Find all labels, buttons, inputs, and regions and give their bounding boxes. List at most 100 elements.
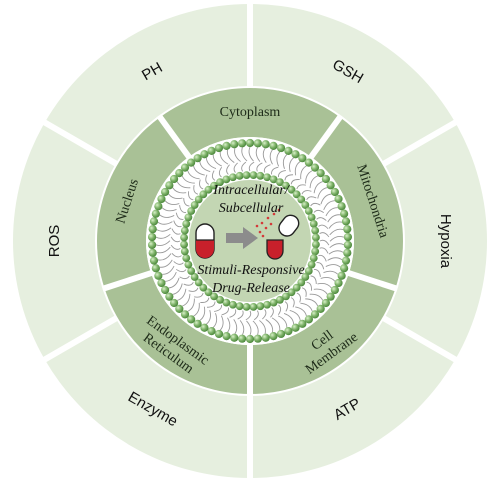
outer-ring-divider bbox=[40, 118, 119, 167]
lipid-head-inner bbox=[229, 300, 237, 309]
lipid-tail bbox=[269, 149, 273, 165]
lipid-head-inner bbox=[269, 298, 278, 307]
lipid-tail bbox=[226, 164, 230, 175]
lipid-tail bbox=[318, 224, 329, 229]
lipid-tail bbox=[233, 319, 238, 335]
lipid-tail bbox=[323, 270, 339, 275]
lipid-head-inner bbox=[312, 233, 320, 242]
lipid-tail bbox=[259, 320, 266, 334]
outer-ring-label: ROS bbox=[46, 225, 63, 258]
lipid-head-outer bbox=[261, 140, 270, 149]
lipid-tail bbox=[206, 310, 211, 325]
lipid-head-inner bbox=[301, 201, 310, 209]
lipid-tail bbox=[265, 319, 274, 333]
outer-ring-segment bbox=[44, 4, 250, 164]
lipid-tail bbox=[171, 253, 182, 258]
lipid-tail bbox=[325, 207, 338, 217]
lipid-tail bbox=[157, 221, 173, 225]
outer-ring-divider bbox=[40, 315, 119, 364]
lipid-head-outer bbox=[180, 310, 190, 319]
lipid-head-inner bbox=[304, 267, 313, 275]
lipid-head-inner bbox=[311, 247, 320, 256]
outer-ring-segment bbox=[250, 318, 456, 478]
middle-ring-label-line: Cytoplasm bbox=[220, 105, 281, 120]
lipid-tail bbox=[263, 164, 271, 173]
lipid-tail bbox=[316, 217, 327, 221]
lipid-tail bbox=[320, 193, 332, 205]
lipid-head-inner bbox=[182, 220, 191, 228]
lipid-tail bbox=[301, 190, 312, 195]
lipid-tail bbox=[165, 271, 177, 282]
lipid-tail bbox=[156, 227, 172, 232]
lipid-head-outer bbox=[149, 217, 159, 226]
lipid-tail bbox=[193, 185, 199, 195]
lipid-tail bbox=[155, 233, 171, 239]
middle-ring-segment bbox=[96, 117, 189, 289]
lipid-tail bbox=[193, 302, 200, 317]
lipid-tail bbox=[168, 277, 180, 289]
lipid-tail bbox=[212, 154, 223, 167]
middle-ring-segment bbox=[160, 87, 340, 157]
lipid-tail bbox=[295, 306, 307, 317]
lipid-tail bbox=[199, 306, 206, 321]
lipid-head-inner bbox=[292, 283, 301, 292]
lipid-head-outer bbox=[337, 271, 346, 280]
lipid-tail bbox=[159, 214, 175, 218]
lipid-tail bbox=[319, 239, 330, 246]
lipid-head-outer bbox=[175, 169, 184, 178]
lipid-head-outer bbox=[238, 334, 247, 343]
lipid-tail bbox=[310, 202, 321, 207]
lipid-head-inner bbox=[180, 226, 189, 235]
lipid-head-inner bbox=[190, 273, 199, 281]
lipid-head-outer bbox=[245, 138, 255, 148]
lipid-tail bbox=[290, 179, 300, 185]
lipid-head-outer bbox=[343, 240, 353, 250]
lipid-tail bbox=[205, 157, 217, 170]
lipid-head-outer bbox=[169, 298, 179, 308]
lipid-head-inner bbox=[282, 292, 290, 301]
lipid-head-inner bbox=[235, 171, 244, 180]
lipid-head-outer bbox=[326, 181, 335, 190]
lipid-tail bbox=[155, 240, 171, 247]
lipid-tail bbox=[218, 166, 223, 178]
lipid-tail bbox=[226, 149, 235, 163]
lipid-head-inner bbox=[263, 300, 271, 309]
lipid-tail bbox=[221, 307, 229, 316]
lipid-tail bbox=[328, 221, 343, 229]
lipid-tail bbox=[199, 161, 211, 173]
lipid-head-inner bbox=[276, 295, 284, 304]
lipid-head-outer bbox=[245, 334, 255, 344]
lipid-head-inner bbox=[222, 298, 231, 307]
lipid-head-outer bbox=[165, 292, 174, 301]
lipid-head-inner bbox=[249, 303, 258, 311]
outer-ring-divider bbox=[381, 118, 460, 167]
lipid-tail bbox=[179, 275, 190, 280]
lipid-tail bbox=[206, 301, 216, 308]
lipid-tail bbox=[289, 157, 294, 172]
lipid-head-inner bbox=[242, 171, 251, 179]
lipid-head-outer bbox=[304, 315, 313, 324]
lipid-head-outer bbox=[200, 323, 209, 332]
lipid-tail bbox=[214, 304, 222, 312]
lipid-tail bbox=[300, 302, 313, 312]
lipid-head-outer bbox=[337, 202, 346, 211]
lipid-head-outer bbox=[169, 174, 179, 184]
lipid-head-outer bbox=[157, 194, 166, 204]
lipid-tail bbox=[289, 309, 301, 321]
intact-capsule-icon bbox=[195, 223, 215, 259]
lipid-tail bbox=[211, 170, 216, 181]
center-text-line-3: Stimuli-Responsive bbox=[197, 263, 304, 278]
lipid-tail bbox=[248, 146, 254, 162]
lipid-head-outer bbox=[341, 256, 351, 265]
lipid-head-outer bbox=[330, 187, 339, 197]
lipid-head-inner bbox=[216, 295, 224, 304]
lipid-tail bbox=[219, 151, 229, 165]
lipid-head-inner bbox=[180, 240, 188, 249]
lipid-tail bbox=[245, 310, 252, 321]
lipid-head-outer bbox=[253, 139, 262, 148]
outer-ring-segment bbox=[12, 122, 116, 360]
lipid-tail bbox=[313, 181, 323, 194]
lipid-tail bbox=[193, 165, 205, 176]
lipid-tail bbox=[278, 170, 286, 178]
lipid-tail bbox=[305, 298, 319, 307]
